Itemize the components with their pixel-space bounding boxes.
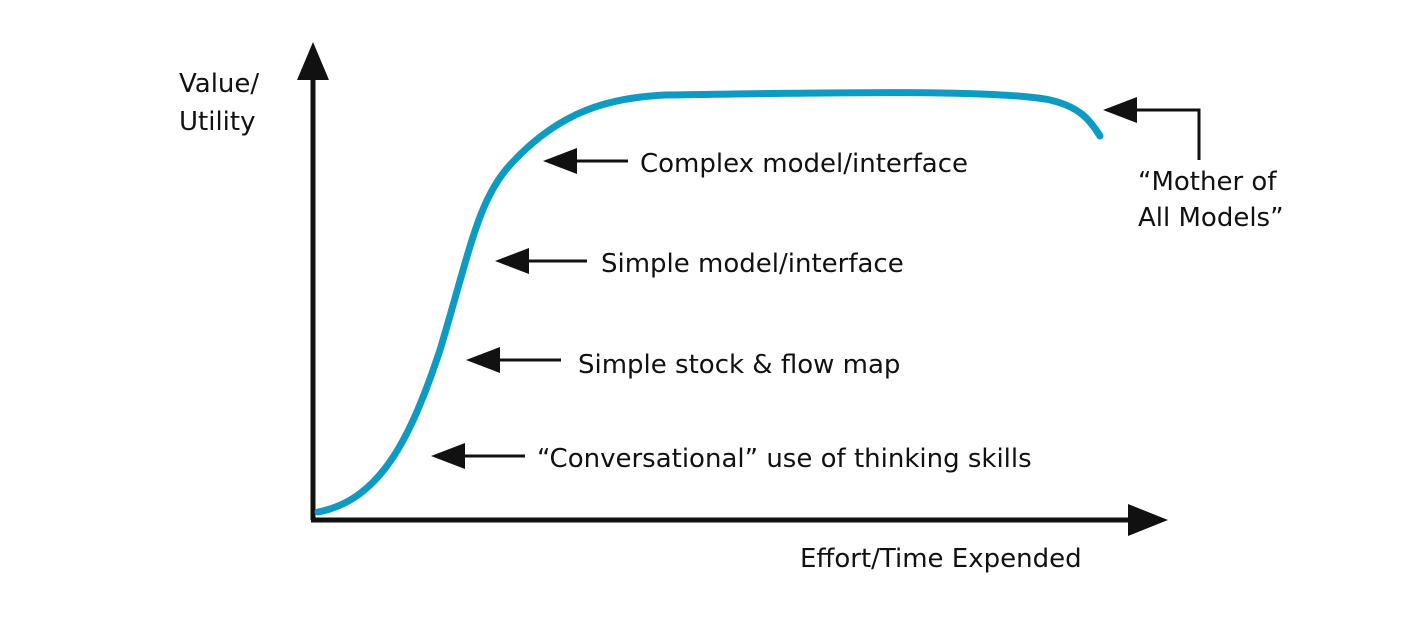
x-axis-arrowhead bbox=[1128, 504, 1168, 536]
simple-model-label: Simple model/interface bbox=[601, 249, 904, 279]
complex-model-arrow bbox=[543, 148, 628, 174]
y-axis-arrowhead bbox=[297, 42, 329, 80]
complex-model-label: Complex model/interface bbox=[640, 149, 968, 179]
stock-flow-label: Simple stock & flow map bbox=[578, 350, 900, 380]
mother-of-all-models-arrow bbox=[1103, 97, 1201, 160]
mother-of-all-models-label-line1: “Mother of bbox=[1138, 167, 1277, 197]
value-curve bbox=[314, 89, 1104, 516]
conversational-label: “Conversational” use of thinking skills bbox=[537, 444, 1032, 474]
mother-of-all-models-label-line2: All Models” bbox=[1138, 203, 1284, 233]
y-axis-label-line1: Value/ bbox=[179, 69, 259, 99]
stock-flow-arrow bbox=[466, 347, 561, 373]
simple-model-arrow bbox=[495, 248, 587, 274]
conversational-arrow bbox=[431, 443, 525, 469]
y-axis-label-line2: Utility bbox=[179, 107, 255, 137]
x-axis-label: Effort/Time Expended bbox=[800, 544, 1082, 574]
